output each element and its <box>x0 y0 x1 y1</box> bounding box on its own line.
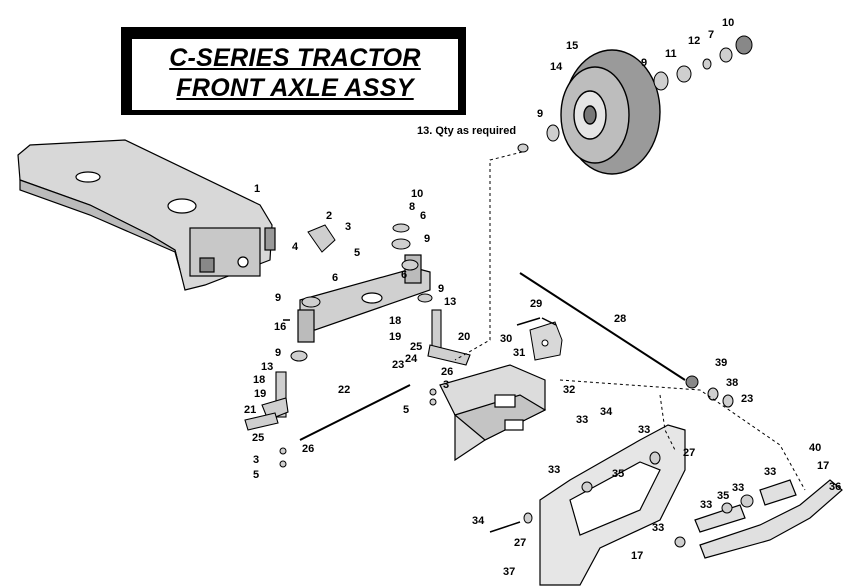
pivot-plate <box>307 224 336 253</box>
callout: 25 <box>410 341 422 353</box>
callout: 10 <box>722 17 734 29</box>
callout: 35 <box>717 490 729 502</box>
callout: 5 <box>403 404 409 416</box>
callout: 1 <box>254 183 260 195</box>
small-bracket <box>529 321 563 361</box>
callout: 34 <box>472 515 485 527</box>
callout: 15 <box>566 40 578 52</box>
callout: 8 <box>409 201 415 213</box>
callout: 9 <box>537 108 543 120</box>
callout: 30 <box>500 333 512 345</box>
title-line-2: FRONT AXLE ASSY <box>176 74 414 102</box>
title-line-1: C-SERIES TRACTOR <box>169 44 421 72</box>
callout: 7 <box>708 29 714 41</box>
callout: 37 <box>503 566 515 578</box>
callout: 35 <box>612 468 624 480</box>
callout: 3 <box>253 454 259 466</box>
callout: 36 <box>829 481 841 493</box>
callout: 13 <box>444 296 456 308</box>
callout: 25 <box>252 432 264 444</box>
callout: 29 <box>530 298 542 310</box>
callout: 33 <box>548 464 560 476</box>
callout: 19 <box>389 331 401 343</box>
callout: 33 <box>764 466 776 478</box>
callout: 39 <box>715 357 727 369</box>
callout: 17 <box>631 550 643 562</box>
callout: 40 <box>809 442 821 454</box>
callout: 38 <box>726 377 738 389</box>
callout: 9 <box>641 57 647 69</box>
callout: 27 <box>683 447 695 459</box>
bolts <box>283 317 557 533</box>
callout: 9 <box>275 347 281 359</box>
callout: 17 <box>817 460 829 472</box>
callout: 9 <box>424 233 430 245</box>
guide-lines <box>454 151 806 491</box>
callout: 23 <box>392 359 404 371</box>
spindles <box>244 309 471 431</box>
callout: 18 <box>389 315 401 327</box>
callout: 4 <box>292 241 299 253</box>
callout: 5 <box>253 469 259 481</box>
callout: 9 <box>438 283 444 295</box>
callout: 28 <box>614 313 626 325</box>
drag-link <box>519 272 686 381</box>
callout: 6 <box>420 210 426 222</box>
callout: 33 <box>638 424 650 436</box>
callout: 18 <box>253 374 265 386</box>
callout: 10 <box>411 188 423 200</box>
callout: 14 <box>550 61 563 73</box>
callout: 21 <box>244 404 256 416</box>
wheel <box>560 49 661 175</box>
callout: 3 <box>443 379 449 391</box>
callout: 31 <box>513 347 525 359</box>
callout: 6 <box>332 272 338 284</box>
callout: 13 <box>261 361 273 373</box>
mount-bracket <box>439 364 547 462</box>
callout: 33 <box>732 482 744 494</box>
callout: 2 <box>326 210 332 222</box>
callout: 24 <box>405 353 418 365</box>
callout: 6 <box>401 269 407 281</box>
hardware <box>279 35 754 548</box>
bumper-left <box>539 424 686 586</box>
callout: 20 <box>458 331 470 343</box>
quantity-note: 13. Qty as required <box>417 125 516 137</box>
callout: 22 <box>338 384 350 396</box>
callout: 23 <box>741 393 753 405</box>
callout: 32 <box>563 384 575 396</box>
callout: 3 <box>345 221 351 233</box>
callout: 19 <box>254 388 266 400</box>
bumper-bar <box>694 479 843 559</box>
tie-rod <box>299 384 411 441</box>
callout: 33 <box>700 499 712 511</box>
callout: 5 <box>354 247 360 259</box>
title-box: C-SERIES TRACTOR FRONT AXLE ASSY <box>130 37 460 112</box>
callout: 11 <box>665 48 677 60</box>
callout: 33 <box>652 522 664 534</box>
callout: 26 <box>441 366 453 378</box>
callout: 12 <box>688 35 700 47</box>
callout: 26 <box>302 443 314 455</box>
callout-labels: 1 2 3 4 5 6 9 16 9 13 18 19 21 25 3 5 26… <box>244 17 841 578</box>
callout: 9 <box>275 292 281 304</box>
callout: 33 <box>576 414 588 426</box>
callout: 34 <box>600 406 613 418</box>
frame-part <box>17 139 276 291</box>
callout: 16 <box>274 321 286 333</box>
callout: 27 <box>514 537 526 549</box>
